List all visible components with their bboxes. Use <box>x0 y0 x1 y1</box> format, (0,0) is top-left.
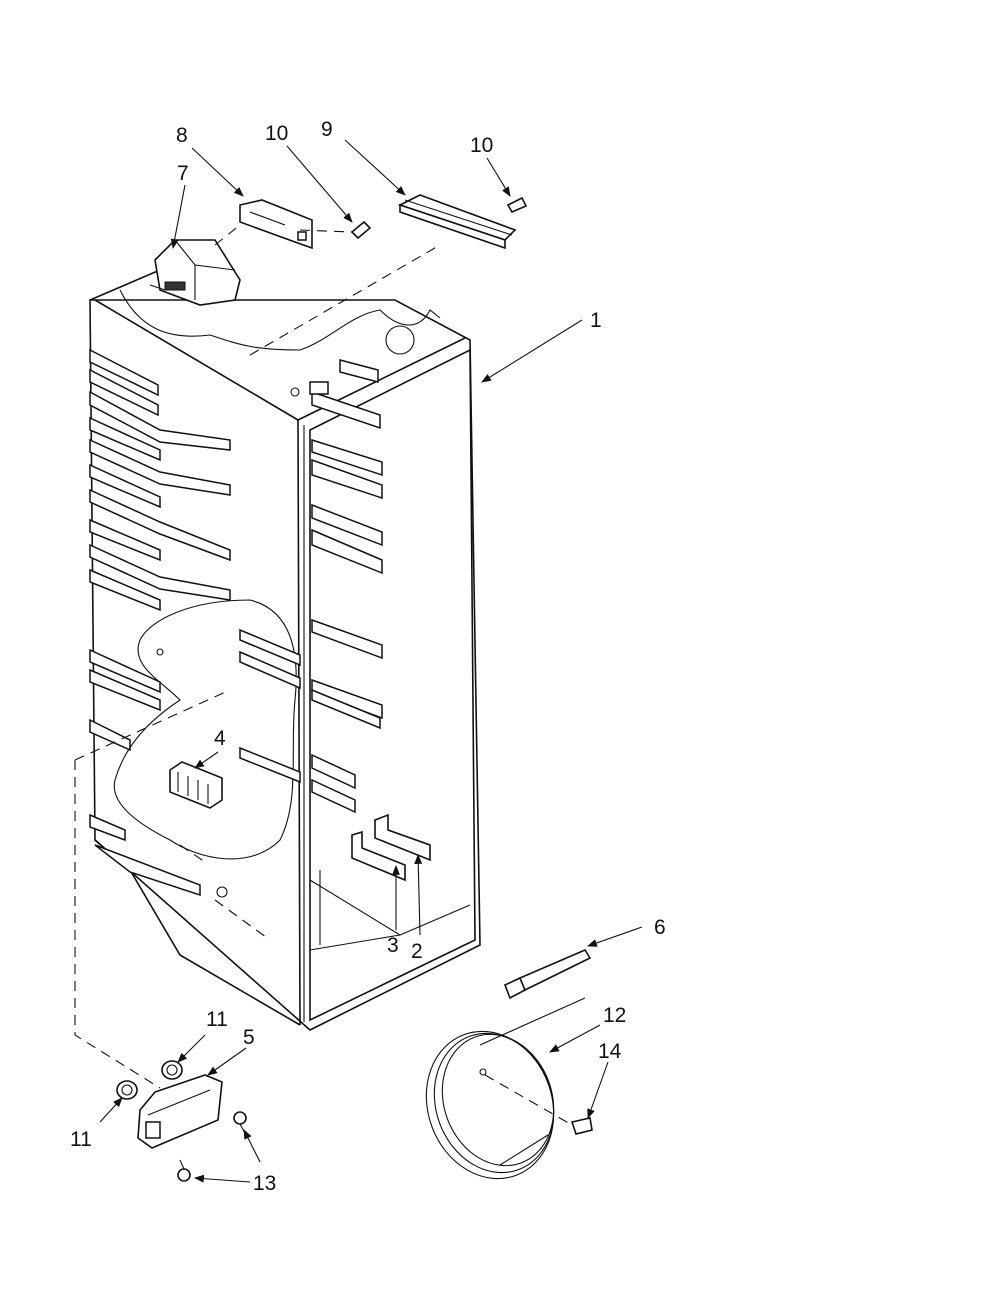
callout-4: 4 <box>214 727 226 750</box>
callout-labels: 8 7 10 9 10 1 4 3 2 6 12 14 11 5 11 13 <box>70 118 666 1195</box>
callout-10-left: 10 <box>265 122 288 145</box>
leader-lines <box>99 139 643 1183</box>
part-11-plug-upper <box>161 1060 183 1080</box>
callout-14: 14 <box>598 1040 622 1063</box>
callout-2: 2 <box>411 940 423 963</box>
callout-11-lower: 11 <box>70 1128 92 1151</box>
left-shelf-rails <box>89 348 231 897</box>
part-4-vent <box>169 761 223 809</box>
part-14-screw <box>570 1117 593 1135</box>
part-13-screw-right <box>233 1111 247 1136</box>
callout-10-right: 10 <box>470 134 493 157</box>
part-11-plug-lower <box>116 1080 138 1100</box>
callout-6: 6 <box>654 916 666 939</box>
part-2-bracket <box>374 813 431 862</box>
callout-13: 13 <box>253 1172 276 1195</box>
callout-12: 12 <box>603 1004 626 1027</box>
callout-1: 1 <box>590 309 602 332</box>
callout-9: 9 <box>321 118 333 141</box>
part-13-screw-left <box>177 1159 191 1182</box>
callout-8: 8 <box>176 124 188 147</box>
part-12-tubing-coil <box>425 997 586 1180</box>
refrigerator-liner <box>89 269 481 1031</box>
part-8-bracket <box>214 199 313 250</box>
callout-7: 7 <box>177 162 189 185</box>
right-shelf-rails <box>311 359 383 814</box>
callout-11-upper: 11 <box>206 1008 228 1031</box>
part-6-sensor <box>503 948 592 1000</box>
part-5-housing <box>137 1074 223 1149</box>
callout-5: 5 <box>243 1026 255 1049</box>
part-10-screw-left <box>350 220 372 240</box>
part-3-bracket <box>351 830 406 882</box>
part-9-rail <box>397 194 517 250</box>
part-10-screw-right <box>506 196 528 214</box>
part-7-control-housing <box>149 239 241 306</box>
callout-3: 3 <box>387 934 399 957</box>
